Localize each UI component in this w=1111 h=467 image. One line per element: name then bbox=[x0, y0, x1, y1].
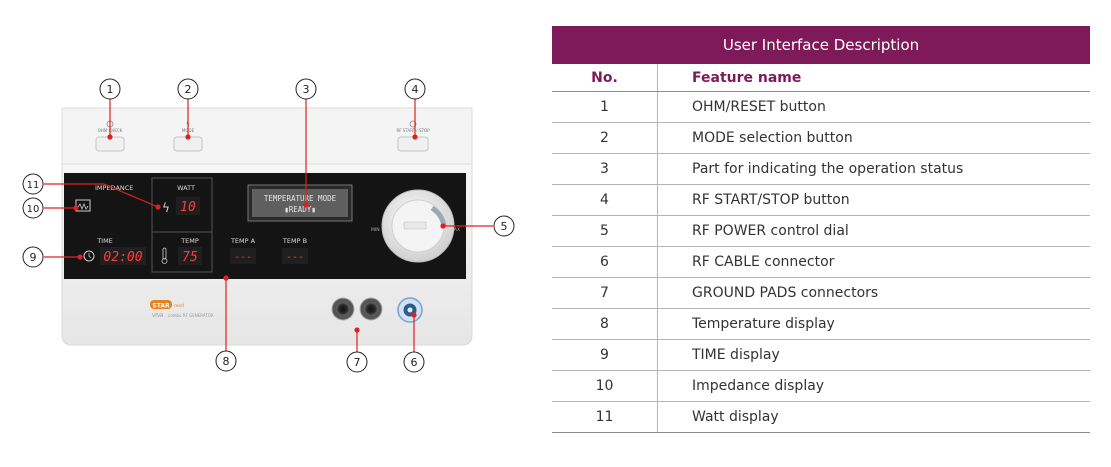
row-feature-name: RF START/STOP button bbox=[692, 192, 850, 208]
row-number: 10 bbox=[552, 371, 658, 401]
table-row: 11 Watt display bbox=[552, 402, 1090, 433]
row-feature-name: Part for indicating the operation status bbox=[692, 161, 964, 177]
temp-box bbox=[151, 231, 213, 273]
svg-text:9: 9 bbox=[30, 251, 37, 264]
brand-logo-sub: med bbox=[174, 303, 184, 309]
watt-label: WATT bbox=[177, 184, 195, 192]
dial-min-label: MIN bbox=[371, 227, 380, 233]
table-row: 1 OHM/RESET button bbox=[552, 92, 1090, 123]
callout-9: 9 bbox=[22, 246, 44, 268]
row-feature-name: Temperature display bbox=[692, 316, 835, 332]
table-row: 5 RF POWER control dial bbox=[552, 216, 1090, 247]
temp-b-display-bg bbox=[282, 248, 308, 264]
table-row: 6 RF CABLE connector bbox=[552, 247, 1090, 278]
row-feature-name: RF POWER control dial bbox=[692, 223, 849, 239]
callout-lines bbox=[44, 99, 493, 352]
callout-7: 7 bbox=[346, 351, 368, 373]
callout-5: 5 bbox=[493, 215, 515, 237]
row-feature-name: Impedance display bbox=[692, 378, 825, 394]
lcd-line-1: TEMPERATURE MODE bbox=[264, 194, 337, 203]
brand-model: VIVA bbox=[152, 313, 164, 319]
table-row: 10 Impedance display bbox=[552, 371, 1090, 402]
power-icon bbox=[409, 120, 417, 128]
svg-text:3: 3 bbox=[303, 83, 310, 96]
watt-display-bg bbox=[176, 197, 200, 215]
svg-text:7: 7 bbox=[354, 356, 361, 369]
callout-6: 6 bbox=[403, 351, 425, 373]
temp-a-display-bg bbox=[230, 248, 256, 264]
time-value: 02:00 bbox=[103, 250, 142, 265]
temp-b-label: TEMP B bbox=[282, 237, 307, 245]
temp-a-value: --- bbox=[234, 252, 252, 263]
table-header-row: No. Feature name bbox=[552, 64, 1090, 92]
lcd-line-2: ▮READY▮ bbox=[284, 205, 316, 214]
time-display-bg bbox=[100, 247, 146, 265]
watt-value: 10 bbox=[180, 200, 196, 215]
svg-text:10: 10 bbox=[27, 204, 40, 215]
table-row: 2 MODE selection button bbox=[552, 123, 1090, 154]
row-feature-name: GROUND PADS connectors bbox=[692, 285, 879, 301]
row-feature-name: RF CABLE connector bbox=[692, 254, 835, 270]
svg-text:11: 11 bbox=[27, 180, 40, 191]
temp-b-value: --- bbox=[286, 252, 304, 263]
row-feature-name: Watt display bbox=[692, 409, 779, 425]
temp-value: 75 bbox=[182, 250, 198, 265]
thermometer-icon bbox=[162, 247, 167, 260]
row-number: 11 bbox=[552, 402, 658, 432]
table-title: User Interface Description bbox=[552, 26, 1090, 64]
callout-3: 3 bbox=[295, 78, 317, 100]
table-row: 4 RF START/STOP button bbox=[552, 185, 1090, 216]
row-number: 3 bbox=[552, 154, 658, 184]
watt-bolt-icon: ϟ bbox=[162, 201, 170, 215]
row-feature-name: TIME display bbox=[692, 347, 780, 363]
callout-10: 10 bbox=[22, 197, 44, 219]
ui-description-table: User Interface Description No. Feature n… bbox=[552, 26, 1090, 433]
table-row: 9 TIME display bbox=[552, 340, 1090, 371]
callout-4: 4 bbox=[404, 78, 426, 100]
header-feature-name: Feature name bbox=[692, 69, 802, 86]
table-body: 1 OHM/RESET button 2 MODE selection button 3… bbox=[552, 92, 1090, 433]
callout-11: 11 bbox=[22, 173, 44, 195]
rf-cable-connector[interactable] bbox=[397, 297, 423, 323]
row-number: 9 bbox=[552, 340, 658, 370]
clock-icon bbox=[83, 250, 95, 262]
svg-text:4: 4 bbox=[412, 83, 419, 96]
row-number: 5 bbox=[552, 216, 658, 246]
row-number: 1 bbox=[552, 92, 658, 122]
brand-logo: STAR med VIVA combo RF GENERATOR bbox=[150, 300, 214, 319]
callout-markers: 1 2 3 4 5 6 7 8 9 10 11 bbox=[22, 78, 515, 373]
table-row: 8 Temperature display bbox=[552, 309, 1090, 340]
temp-a-label: TEMP A bbox=[230, 237, 256, 245]
ground-pads-connectors[interactable] bbox=[331, 297, 383, 321]
table-row: 7 GROUND PADS connectors bbox=[552, 278, 1090, 309]
table-row: 3 Part for indicating the operation statu… bbox=[552, 154, 1090, 185]
row-number: 7 bbox=[552, 278, 658, 308]
row-number: 2 bbox=[552, 123, 658, 153]
row-number: 4 bbox=[552, 185, 658, 215]
lcd-screen bbox=[252, 189, 348, 217]
svg-text:2: 2 bbox=[185, 83, 192, 96]
time-label: TIME bbox=[96, 237, 113, 245]
callout-2: 2 bbox=[177, 78, 199, 100]
rf-start-stop-label: RF START / STOP bbox=[396, 128, 430, 133]
svg-text:6: 6 bbox=[411, 356, 418, 369]
svg-text:5: 5 bbox=[501, 220, 508, 233]
temp-label: TEMP bbox=[180, 237, 199, 245]
device-top-ledge bbox=[61, 107, 473, 165]
brand-model-sub: combo RF GENERATOR bbox=[168, 313, 214, 318]
brand-logo-text: STAR bbox=[152, 303, 170, 310]
svg-text:1: 1 bbox=[107, 83, 114, 96]
row-number: 8 bbox=[552, 309, 658, 339]
dial-max-label: MAX bbox=[450, 227, 460, 233]
temp-display-bg bbox=[178, 247, 202, 265]
header-no: No. bbox=[552, 64, 658, 91]
row-feature-name: OHM/RESET button bbox=[692, 99, 826, 115]
row-number: 6 bbox=[552, 247, 658, 277]
svg-text:8: 8 bbox=[223, 355, 230, 368]
callout-1: 1 bbox=[99, 78, 121, 100]
device-illustration: OHM CHECK ϟ MODE RF START / STOP IMPEDAN… bbox=[22, 78, 515, 373]
callout-8: 8 bbox=[215, 350, 237, 372]
row-feature-name: MODE selection button bbox=[692, 130, 853, 146]
